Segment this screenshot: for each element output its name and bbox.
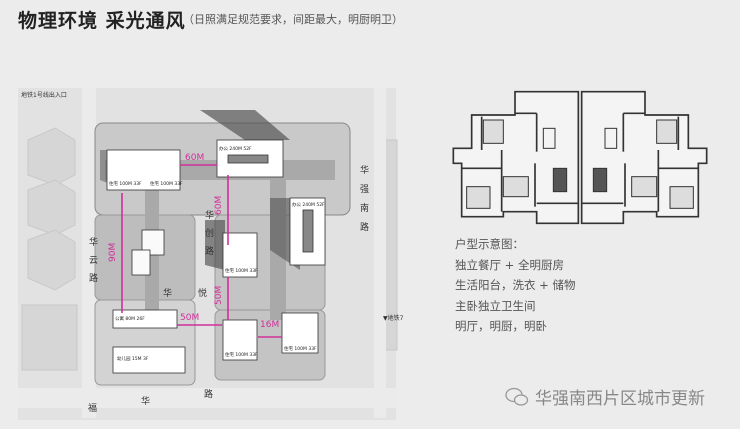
label-kindergarten: 幼儿园 15M 3F (117, 355, 149, 362)
building-kindergarten (112, 346, 186, 374)
label-res-bottom-right: 住宅 100M 33F (284, 345, 317, 352)
road-char: 悦 (198, 287, 207, 299)
road-fuhua (18, 388, 396, 408)
legend-item: 独立餐厅 + 全明厨房 (455, 257, 564, 272)
road-char: 华 (205, 209, 214, 221)
label-res-a: 住宅 100M 33F (109, 180, 142, 187)
road-char: 云 (89, 256, 98, 266)
distance-lines (121, 164, 282, 338)
legend-item: 生活阳台，洗衣 + 储物 (455, 278, 576, 292)
wechat-icon (505, 387, 529, 406)
distance-50m: 50M (214, 286, 224, 305)
road-char: 南 (360, 202, 369, 214)
legend-item: 主卧独立卫生间 (455, 298, 536, 313)
road-char: 强 (360, 184, 369, 195)
road-char: 华 (141, 395, 150, 407)
road-char: 创 (205, 227, 214, 239)
road-char: 路 (205, 245, 214, 257)
legend-item: 明厅，明厨，明卧 (455, 319, 547, 333)
watermark-text: 华强南西片区城市更新 (535, 389, 705, 409)
road-char: 华 (360, 164, 369, 176)
road-char: 路 (204, 388, 213, 400)
road-char: 华 (89, 236, 98, 248)
road-char: 路 (89, 272, 98, 284)
distance-90m: 90M (108, 243, 118, 262)
metro-line7-label: ▼地铁7 (383, 314, 404, 322)
unit-floor-plan (452, 90, 708, 225)
label-res-center: 住宅 100M 33F (225, 267, 258, 274)
building-residential-bottom (222, 319, 258, 361)
unit-left-half (452, 90, 580, 225)
road-char: 华 (163, 287, 172, 299)
building-residential-bottom-right (281, 312, 319, 354)
distance-16m: 16M (260, 320, 279, 330)
road-huaqiang-south (374, 88, 386, 418)
road-huayun (82, 88, 96, 418)
building-apartment (112, 309, 178, 329)
neighbour-buildings (21, 127, 398, 371)
label-office-right: 办公 240M 52F (292, 201, 325, 208)
unit-right-half (580, 90, 708, 225)
label-office-top: 办公 240M 52F (219, 145, 252, 152)
road-char: 福 (88, 402, 97, 414)
legend-title: 户型示意图： (455, 237, 524, 251)
label-apartment: 公寓 80M 26F (115, 315, 145, 322)
distance-60m-center: 60M (214, 196, 224, 215)
road-char: 路 (360, 221, 369, 233)
page-title: 物理环境 采光通风 (18, 10, 186, 32)
page-subtitle: （日照满足规范要求，间距最大，明厨明卫） (183, 13, 403, 26)
watermark: 华强南西片区城市更新 (505, 384, 705, 409)
distance-60m-top: 60M (185, 153, 204, 163)
label-res-b: 住宅 100M 33F (150, 180, 183, 187)
distance-50m-bottom: 50M (180, 313, 199, 323)
metro-entrance-label: 地铁1号线出入口 (21, 91, 67, 99)
buildings (106, 139, 326, 374)
label-res-bottom: 住宅 100M 33F (225, 351, 258, 358)
building-residential-a (106, 149, 181, 191)
unit-legend: 户型示意图： 独立餐厅 + 全明厨房 生活阳台，洗衣 + 储物 主卧独立卫生间 … (455, 234, 575, 337)
